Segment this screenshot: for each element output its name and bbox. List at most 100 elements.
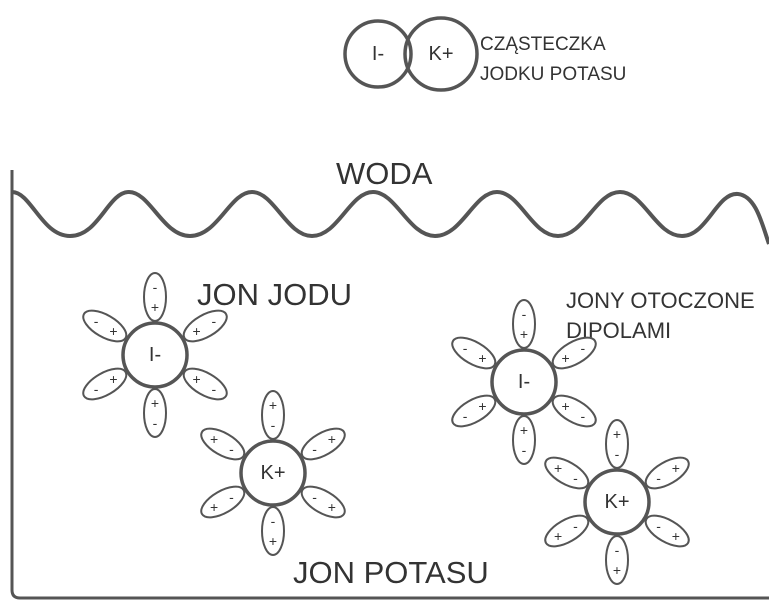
dipole-inner-sign: - — [271, 417, 276, 433]
dipole-ellipse — [641, 451, 694, 494]
water-label: WODA — [336, 156, 433, 191]
dipole-inner-sign: + — [151, 395, 159, 411]
water-dipole: -+ — [297, 480, 350, 523]
water-dipole: -+ — [641, 509, 694, 552]
dipole-ellipse — [641, 509, 694, 552]
molecule-caption-line2: JODKU POTASU — [480, 64, 626, 85]
dipole-inner-sign: + — [561, 350, 569, 366]
dipole-inner-sign: + — [192, 323, 200, 339]
potassium-ion-symbol: K+ — [260, 462, 285, 484]
dipole-inner-sign: - — [229, 441, 234, 457]
dipole-inner-sign: + — [478, 398, 486, 414]
potassium-ion-label: JON POTASU — [293, 555, 489, 590]
dipole-outer-sign: + — [210, 431, 218, 447]
hydrated-potassium-ion-4: K+-+-+-+-+-+-+ — [540, 420, 693, 584]
water-dipole: -+ — [196, 480, 249, 523]
dipole-ellipse — [297, 422, 350, 465]
molecule-potassium-label: K+ — [428, 43, 453, 65]
molecule-iodine-label: I- — [372, 43, 384, 65]
dipole-inner-sign: - — [656, 470, 661, 486]
hydrated-potassium-ion-2: K+-+-+-+-+-+-+ — [196, 391, 349, 555]
dipole-outer-sign: - — [212, 381, 217, 397]
dipole-outer-sign: - — [153, 415, 158, 431]
dipole-outer-sign: + — [613, 426, 621, 442]
dipole-outer-sign: + — [269, 397, 277, 413]
iodide-ion-symbol: I- — [149, 344, 161, 366]
water-dipole: +- — [548, 389, 601, 432]
surrounded-ions-label-line1: JONY OTOCZONE — [566, 288, 755, 313]
dipole-inner-sign: + — [151, 299, 159, 315]
dipole-outer-sign: + — [328, 431, 336, 447]
dipole-inner-sign: - — [312, 489, 317, 505]
dipole-outer-sign: + — [672, 460, 680, 476]
iodide-ion-label: JON JODU — [197, 277, 352, 312]
water-dipole: +- — [513, 416, 535, 464]
dipole-outer-sign: - — [463, 340, 468, 356]
dipole-inner-sign: + — [520, 422, 528, 438]
dipole-outer-sign: - — [463, 408, 468, 424]
dipole-outer-sign: - — [94, 381, 99, 397]
dipole-inner-sign: - — [573, 470, 578, 486]
water-dipole: +- — [144, 389, 166, 437]
water-dipole: -+ — [262, 391, 284, 439]
dipole-ellipse — [196, 480, 249, 523]
dipole-inner-sign: - — [573, 518, 578, 534]
dipole-outer-sign: - — [581, 408, 586, 424]
dipole-outer-sign: - — [581, 340, 586, 356]
iodide-ion-symbol: I- — [518, 371, 530, 393]
potassium-iodide-molecule: I- K+ — [345, 18, 477, 90]
dipole-inner-sign: - — [271, 513, 276, 529]
water-dipole: -+ — [641, 451, 694, 494]
dipole-ellipse — [548, 389, 601, 432]
dipole-outer-sign: + — [328, 499, 336, 515]
dipole-inner-sign: + — [109, 371, 117, 387]
dipole-ellipse — [447, 331, 500, 374]
dipole-outer-sign: + — [269, 533, 277, 549]
water-dipole: -+ — [540, 509, 593, 552]
dipole-ellipse — [78, 304, 131, 347]
water-dipole: +- — [78, 304, 131, 347]
water-dipole: +- — [513, 300, 535, 348]
water-dipole: +- — [78, 362, 131, 405]
water-dipole: -+ — [540, 451, 593, 494]
molecule-caption-line1: CZĄSTECZKA — [480, 34, 606, 55]
dipole-inner-sign: + — [561, 398, 569, 414]
dipole-inner-sign: - — [656, 518, 661, 534]
dipole-inner-sign: - — [229, 489, 234, 505]
dipole-outer-sign: - — [153, 279, 158, 295]
water-surface-wave — [12, 192, 769, 244]
dipole-ellipse — [297, 480, 350, 523]
dipole-outer-sign: + — [210, 499, 218, 515]
dipole-inner-sign: + — [520, 326, 528, 342]
water-dipole: +- — [179, 362, 232, 405]
dipole-ellipse — [78, 362, 131, 405]
dipole-ellipse — [540, 451, 593, 494]
potassium-ion-symbol: K+ — [604, 491, 629, 513]
water-dipole: -+ — [606, 536, 628, 584]
dipole-outer-sign: - — [522, 306, 527, 322]
dipole-ellipse — [196, 422, 249, 465]
dipole-inner-sign: - — [615, 446, 620, 462]
dipole-ellipse — [179, 362, 232, 405]
water-dipole: -+ — [297, 422, 350, 465]
dipole-inner-sign: - — [312, 441, 317, 457]
water-dipole: +- — [144, 273, 166, 321]
dipole-inner-sign: + — [192, 371, 200, 387]
water-dipole: -+ — [196, 422, 249, 465]
dipole-inner-sign: + — [109, 323, 117, 339]
water-dipole: -+ — [262, 507, 284, 555]
dipole-inner-sign: - — [615, 542, 620, 558]
dipole-inner-sign: + — [478, 350, 486, 366]
dipole-outer-sign: - — [212, 313, 217, 329]
dipole-ellipse — [540, 509, 593, 552]
dipole-outer-sign: - — [522, 442, 527, 458]
dipole-outer-sign: + — [672, 528, 680, 544]
dipole-outer-sign: - — [94, 313, 99, 329]
water-dipole: +- — [447, 389, 500, 432]
dipole-ellipse — [447, 389, 500, 432]
dipole-outer-sign: + — [554, 528, 562, 544]
dipole-outer-sign: + — [554, 460, 562, 476]
water-dipole: -+ — [606, 420, 628, 468]
dipole-outer-sign: + — [613, 562, 621, 578]
